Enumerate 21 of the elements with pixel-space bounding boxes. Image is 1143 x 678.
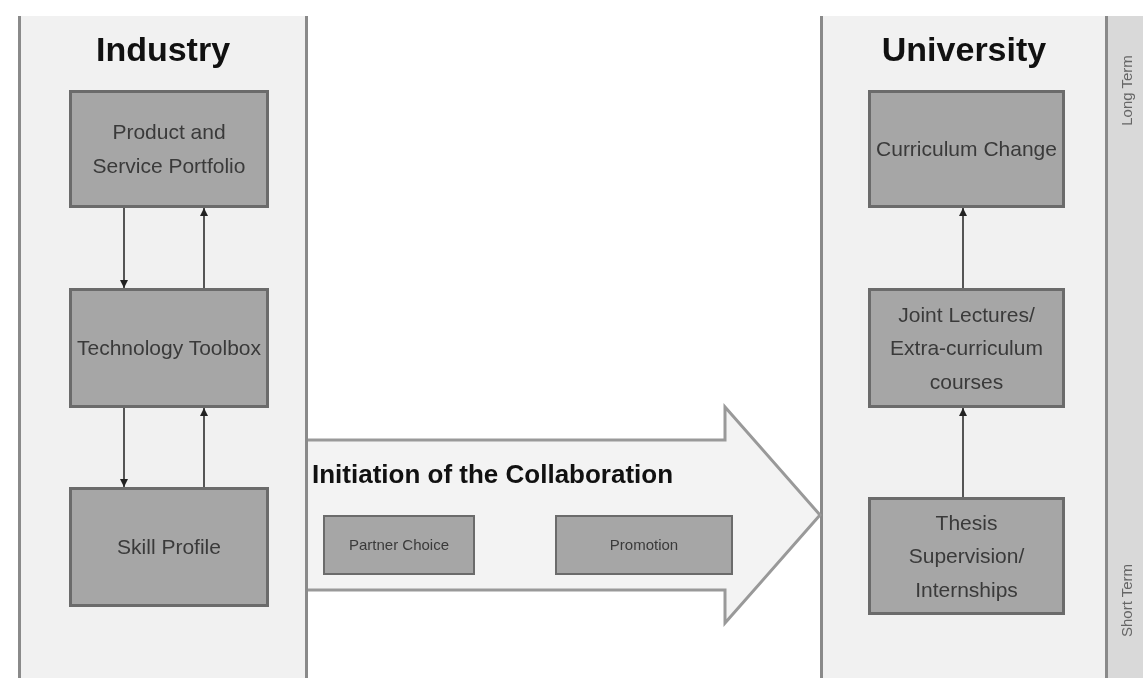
process-box: Joint Lectures/ Extra-curriculum courses — [868, 288, 1065, 408]
process-box: Technology Toolbox — [69, 288, 269, 408]
process-box: Curriculum Change — [868, 90, 1065, 208]
arrow — [959, 407, 967, 498]
column-panel — [820, 16, 1108, 678]
arrow-title: Initiation of the Collaboration — [312, 459, 674, 490]
arrow — [200, 407, 208, 488]
arrow — [959, 207, 967, 289]
side-label: Short Term — [1117, 563, 1135, 637]
process-box: Promotion — [555, 515, 733, 575]
column-panel — [18, 16, 308, 678]
column-heading: Industry — [94, 30, 232, 69]
arrow — [120, 407, 128, 488]
process-box: Thesis Supervision/ Internships — [868, 497, 1065, 615]
process-box: Product and Service Portfolio — [69, 90, 269, 208]
process-box: Partner Choice — [323, 515, 475, 575]
arrow — [200, 207, 208, 289]
side-label: Long Term — [1117, 54, 1135, 126]
column-heading: University — [880, 30, 1048, 69]
process-box: Skill Profile — [69, 487, 269, 607]
arrow — [120, 207, 128, 289]
